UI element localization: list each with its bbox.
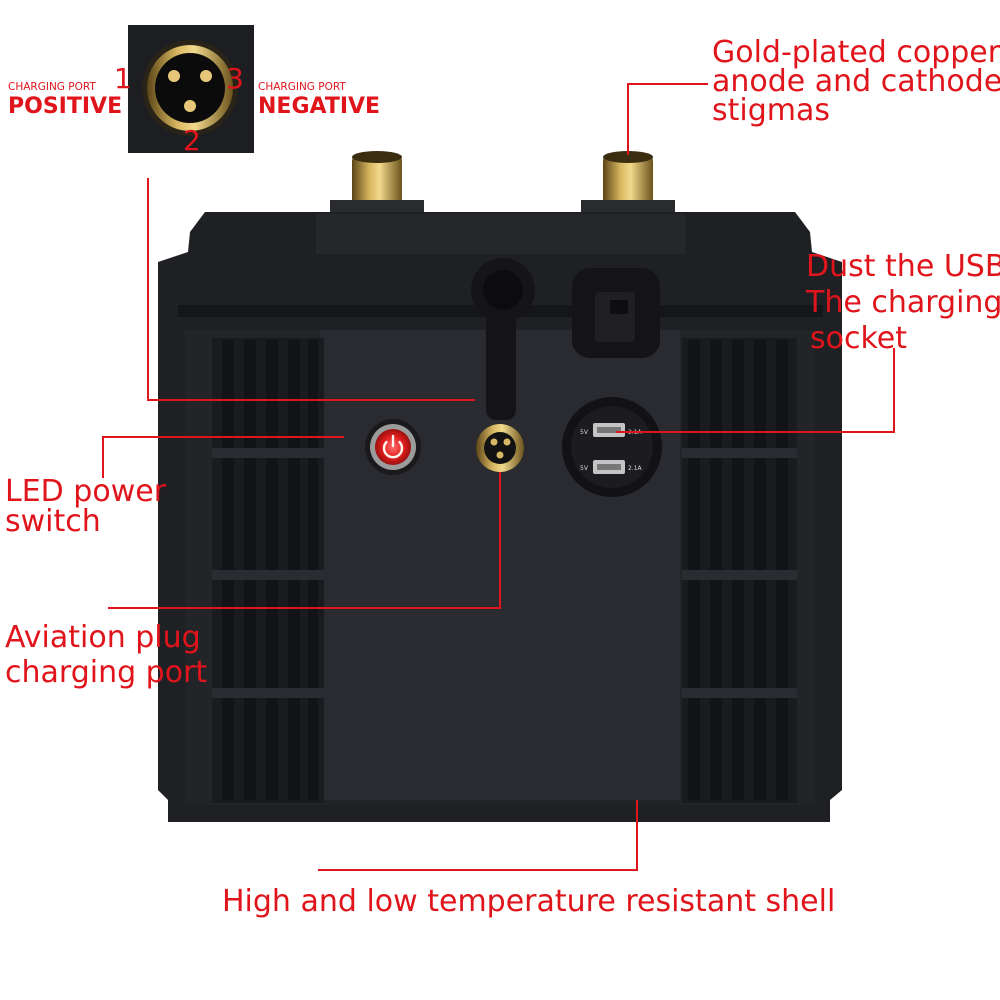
negative-label: NEGATIVE — [258, 94, 381, 119]
usb-top-voltage: 5V — [580, 429, 589, 436]
led-callout-line-1: LED power — [5, 474, 167, 509]
three-pin-connector-inset — [128, 25, 254, 153]
negative-terminal — [581, 151, 675, 216]
usb-callout-line-1: Dust the USB — [806, 249, 1000, 284]
aviation-callout-line-1: Aviation plug — [5, 620, 201, 655]
usb-callout-line-2: The charging — [806, 285, 1000, 320]
usb-charging-socket — [562, 268, 662, 497]
right-vent-grille — [682, 338, 797, 803]
usb-bottom-voltage: 5V — [580, 465, 589, 472]
aviation-callout-line-2: charging port — [5, 655, 208, 690]
pin-2-label: 2 — [183, 124, 201, 157]
usb-bottom-current: 2.1A — [628, 465, 643, 472]
usb-callout-line-3: socket — [810, 321, 908, 356]
aviation-callout-line — [108, 472, 501, 609]
led-callout-line-2: switch — [5, 504, 101, 539]
shell-callout: High and low temperature resistant shell — [222, 884, 836, 919]
terminal-callout-line-3: stigmas — [712, 93, 831, 128]
positive-caption: CHARGING PORT — [8, 81, 96, 93]
led-callout-line — [102, 436, 344, 478]
led-power-switch — [365, 419, 421, 475]
shell-callout-line — [318, 800, 638, 871]
terminal-callout-line-1: Gold-plated copper — [712, 35, 1000, 70]
aviation-plug — [471, 258, 535, 472]
left-vent-grille — [212, 338, 324, 803]
pin-3-label: 3 — [226, 62, 244, 95]
inset-callout-line — [147, 178, 475, 401]
power-icon — [382, 434, 404, 459]
positive-terminal — [330, 151, 424, 216]
positive-label: POSITIVE — [8, 94, 123, 119]
terminal-callout-line — [627, 83, 708, 155]
negative-caption: CHARGING PORT — [258, 81, 346, 93]
three-pin-connector-icon — [168, 70, 212, 112]
terminal-callout-line-2: anode and cathode — [712, 64, 1000, 99]
pin-1-label: 1 — [114, 62, 132, 95]
callout-lines — [102, 83, 895, 871]
usb-callout-line — [616, 348, 895, 433]
